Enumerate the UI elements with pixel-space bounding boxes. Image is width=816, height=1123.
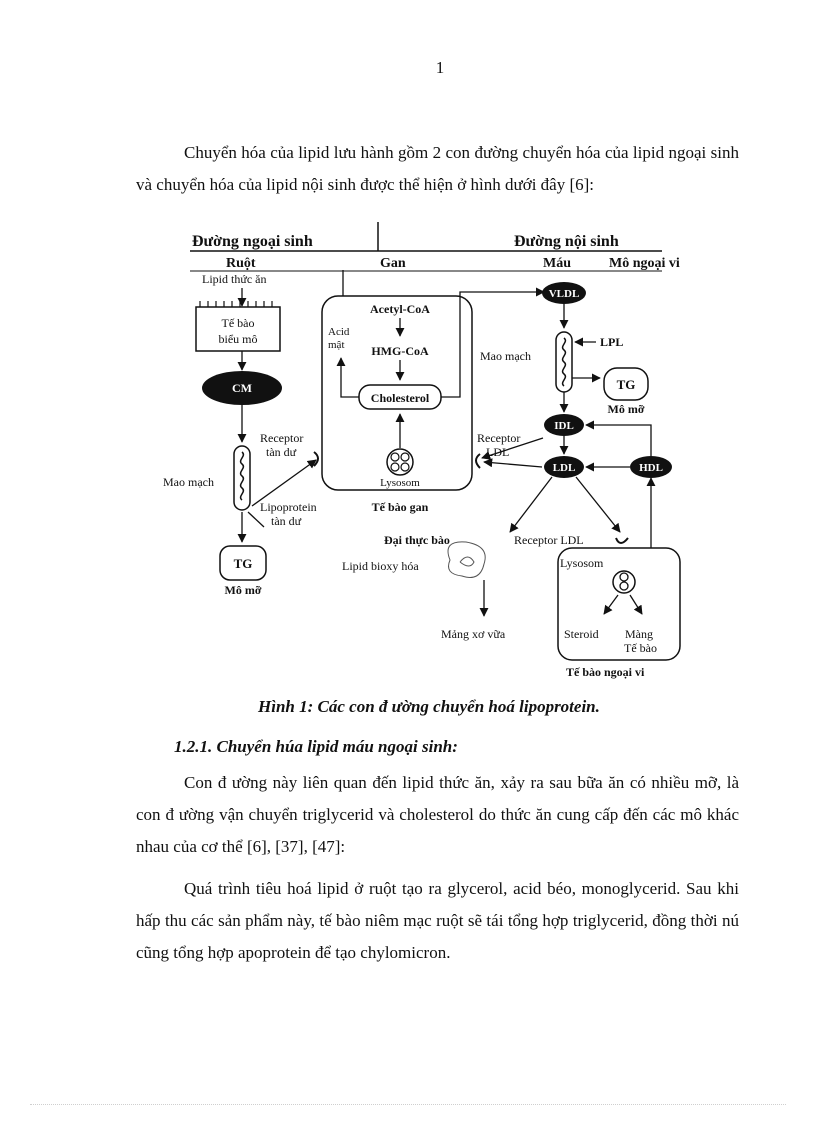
receptor-tan-du-label-1: Receptor [260,431,303,445]
capillary-left-coil [239,451,245,501]
acid-mat-label-2: mật [328,339,345,351]
lipoprotein-pathway-diagram: Đường ngoại sinh Đường nội sinh Ruột Gan… [163,222,681,679]
section-heading: 1.2.1. Chuyển húa lipid máu ngoại sinh: [174,737,458,756]
header-endogenous: Đường nội sinh [514,233,619,250]
te-bao-ngoai-vi-label: Tế bào ngoại vi [566,665,645,679]
lipoprotein-tan-du-label-1: Lipoprotein [260,500,317,514]
lpl-label: LPL [600,335,623,349]
macrophage-nucleus [459,556,475,567]
receptor-remnant-cup [313,451,319,467]
te-bao-small-label: Tế bào [624,641,657,655]
ldl-label: LDL [553,462,576,474]
hmg-coa-label: HMG-CoA [371,344,429,358]
receptor-ldl-label-1: Receptor [477,431,520,445]
footer-rule [30,1104,786,1105]
dai-thuc-bao-label: Đại thực bào [384,533,450,547]
mao-mach-right-label: Mao mạch [480,349,531,363]
col-mo-ngoai-vi: Mô ngoại vi [609,256,680,271]
villi-marks [199,301,273,307]
capillary-right-coil [561,337,567,387]
hdl-particle [630,456,672,478]
paragraph-digestion: Quá trình tiêu hoá lipid ở ruột tạo ra g… [136,879,739,962]
capillary-left [233,445,251,511]
receptor-tan-du-label-2: tàn dư [266,445,297,459]
cholesterol-label: Cholesterol [371,391,430,405]
lysosome-liver [386,448,414,476]
col-mau: Máu [543,256,571,271]
cm-label: CM [232,381,252,395]
tg-box-right [603,367,649,401]
acetyl-coa-label: Acetyl-CoA [370,302,430,316]
idl-label: IDL [554,420,574,432]
col-ruot: Ruột [226,256,256,271]
tg-left-label: TG [234,556,253,571]
epithelial-cell-box [195,306,281,352]
ldl-particle [544,456,584,478]
acid-mat-label-1: Acid [328,326,350,338]
vldl-secretion-arrow [441,287,545,398]
receptor-ldl-lower-cup [615,537,629,544]
receptor-ldl-label-2: LDL [486,445,509,459]
bieu-mo-label: biểu mô [219,332,258,346]
lipid-bioxy-hoa-label: Lipid bioxy hóa [342,559,419,573]
lysosom-ngoai-vi-label: Lysosom [560,556,604,570]
steroid-label: Steroid [564,627,599,641]
lipoprotein-tan-du-label-2: tàn dư [271,514,302,528]
hdl-label: HDL [639,462,663,474]
remnant-arrow [251,459,317,507]
mang-label: Màng [625,627,653,641]
intro-paragraph: Chuyển hóa của lipid lưu hành gồm 2 con … [136,143,739,194]
tg-box-left [219,545,267,581]
bile-acid-arrow [336,357,359,398]
col-gan: Gan [380,256,406,271]
vldl-particle [542,282,586,304]
lysosom-gan-label: Lysosom [380,477,420,489]
peripheral-cell [557,547,681,661]
te-bao-label: Tế bào [222,316,255,330]
vldl-label: VLDL [549,288,580,300]
macrophage-shape [447,541,486,578]
mao-mach-left-label: Mao mạch [163,475,214,489]
te-bao-gan-label: Tế bào gan [372,500,429,514]
figure-caption: Hình 1: Các con đ ường chuyển hoá lipopr… [258,697,600,716]
lipid-thuc-an-label: Lipid thức ăn [202,272,267,286]
mo-mo-left-label: Mô mỡ [225,583,262,597]
cm-particle [202,371,282,405]
receptor-ldl-lower-label: Receptor LDL [514,533,584,547]
header-exogenous: Đường ngoại sinh [192,233,313,250]
idl-particle [544,414,584,436]
paragraph-exogenous-pathway: Con đ ường này liên quan đến lipid thức … [136,773,739,856]
page-number: 1 [435,58,445,77]
hdl-to-idl-arrow [585,420,652,456]
mo-mo-right-label: Mô mỡ [608,402,645,416]
mang-xo-vua-label: Mảng xơ vữa [441,627,506,641]
tg-right-label: TG [617,377,636,392]
receptor-ldl-cup [475,453,481,469]
